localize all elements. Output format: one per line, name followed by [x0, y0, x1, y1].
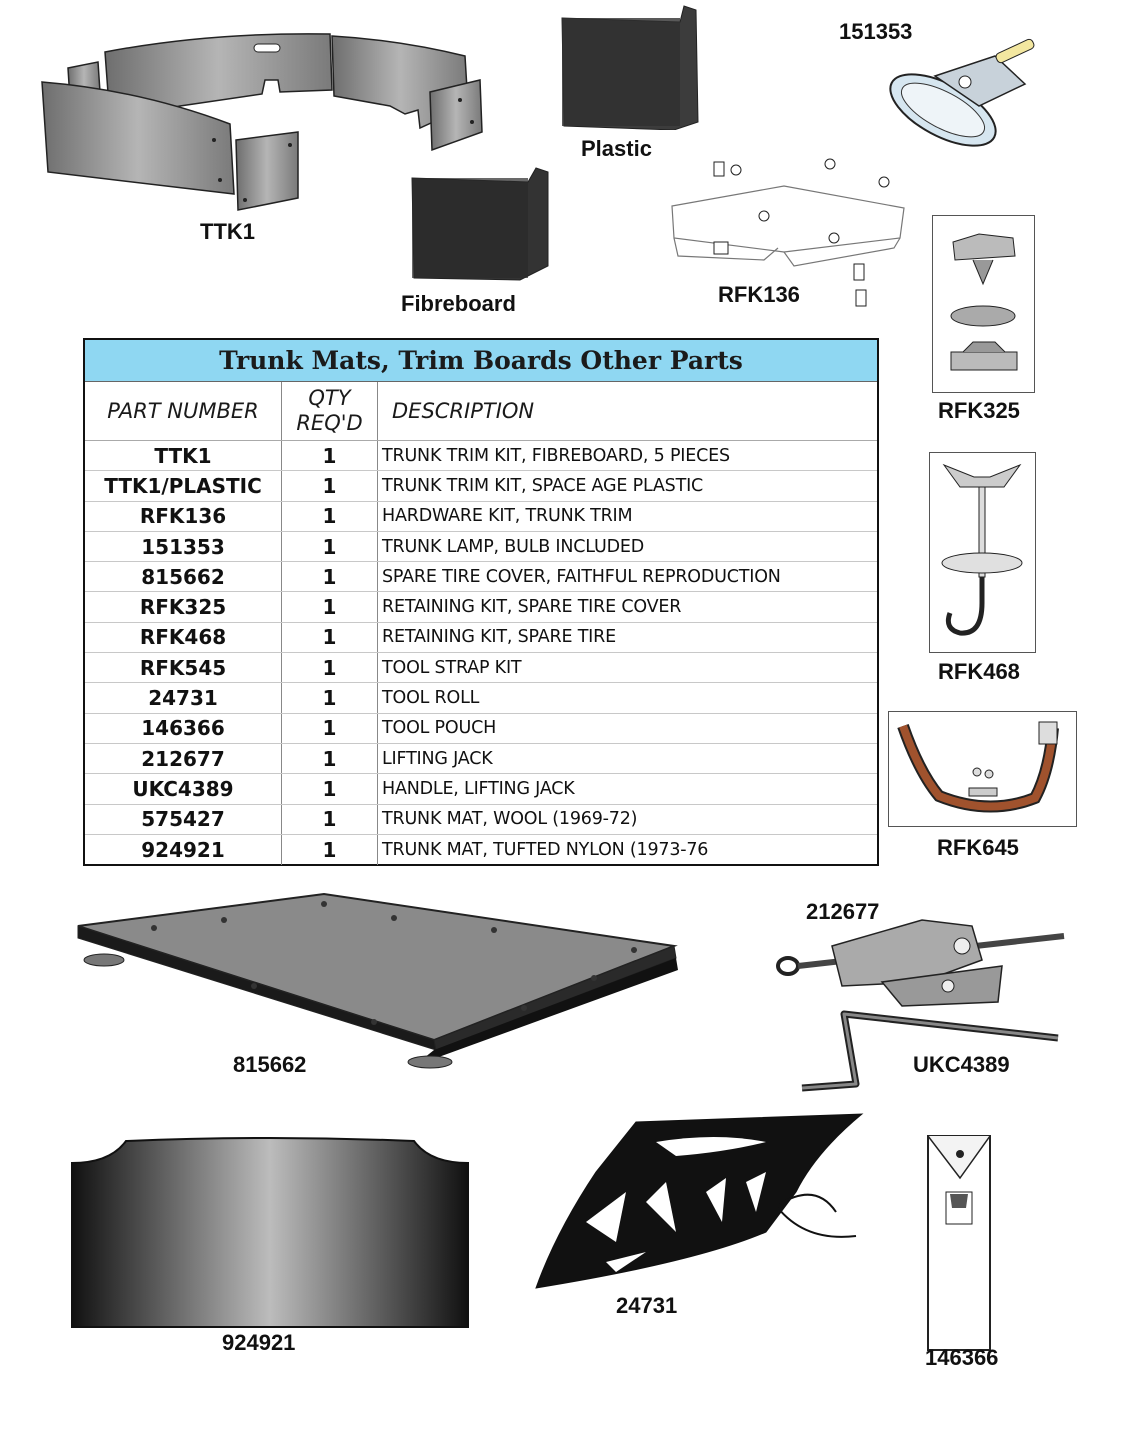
cell-qty: 1: [282, 653, 378, 683]
cell-qty: 1: [282, 774, 378, 804]
cell-desc: HANDLE, LIFTING JACK: [382, 778, 575, 799]
part-924921-label: 924921: [222, 1330, 296, 1355]
rfk468-image-frame: [929, 452, 1036, 653]
cell-desc: LIFTING JACK: [382, 748, 493, 769]
header-qty-line2: REQ'D: [296, 411, 363, 435]
cell-desc: TRUNK MAT, WOOL (1969-72): [382, 809, 638, 830]
table-header-row: PART NUMBER QTY REQ'D DESCRIPTION: [85, 382, 877, 441]
cell-desc: TRUNK MAT, TUFTED NYLON (1973-76: [382, 840, 709, 860]
rfk468-label: RFK468: [938, 659, 1020, 684]
cell-desc: TRUNK TRIM KIT, FIBREBOARD, 5 PIECES: [382, 445, 730, 466]
cell-desc: RETAINING KIT, SPARE TIRE: [382, 627, 616, 648]
cell-qty: 1: [282, 804, 378, 834]
cell-part: 24731: [85, 683, 282, 713]
fibreboard-label: Fibreboard: [401, 291, 516, 316]
cell-desc: TRUNK TRIM KIT, SPACE AGE PLASTIC: [382, 475, 704, 496]
cell-part: 212677: [85, 743, 282, 774]
cell-part: 815662: [85, 562, 282, 592]
header-part-number: PART NUMBER: [85, 382, 282, 440]
cell-part: 151353: [85, 531, 282, 562]
cell-qty: 1: [282, 743, 378, 774]
ukc4389-label: UKC4389: [913, 1052, 1010, 1077]
trunk-mat-image: [70, 1137, 470, 1331]
rfk325-label: RFK325: [938, 398, 1020, 423]
rfk325-image-frame: [932, 215, 1035, 393]
cell-desc: SPARE TIRE COVER, FAITHFUL REPRODUCTION: [382, 566, 781, 587]
cell-part: RFK468: [85, 622, 282, 653]
header-qty: QTY REQ'D: [282, 382, 378, 440]
cell-qty: 1: [282, 683, 378, 713]
table-title: Trunk Mats, Trim Boards Other Parts: [85, 340, 877, 382]
cell-part: UKC4389: [85, 774, 282, 804]
cell-qty: 1: [282, 501, 378, 531]
rfk645-image-frame: [888, 711, 1077, 827]
part-146366-label: 146366: [925, 1345, 999, 1370]
cell-qty: 1: [282, 834, 378, 866]
header-qty-line1: QTY: [308, 386, 351, 410]
cell-part: 924921: [85, 834, 282, 866]
cell-desc: TRUNK LAMP, BULB INCLUDED: [382, 536, 644, 557]
cell-part: RFK325: [85, 592, 282, 622]
plastic-board-image: [560, 4, 702, 130]
cell-qty: 1: [282, 471, 378, 501]
plastic-label: Plastic: [581, 136, 652, 161]
cell-qty: 1: [282, 592, 378, 622]
trunk-lamp-image: [885, 36, 1045, 156]
cell-qty: 1: [282, 713, 378, 743]
cell-part: TTK1/PLASTIC: [85, 471, 282, 501]
cell-desc: TOOL STRAP KIT: [382, 657, 522, 678]
fibreboard-board-image: [410, 166, 552, 282]
cell-part: 146366: [85, 713, 282, 743]
header-description: DESCRIPTION: [392, 399, 535, 423]
lifting-jack-image: [772, 906, 1072, 1106]
cell-qty: 1: [282, 622, 378, 653]
cell-desc: HARDWARE KIT, TRUNK TRIM: [382, 506, 633, 527]
parts-table: Trunk Mats, Trim Boards Other Parts PART…: [83, 338, 879, 866]
rfk136-hardware-image: [664, 156, 914, 316]
tool-roll-image: [516, 1112, 876, 1292]
cell-part: RFK136: [85, 501, 282, 531]
part-151353-label: 151353: [839, 19, 913, 44]
ttk1-label: TTK1: [200, 219, 255, 244]
part-24731-label: 24731: [616, 1293, 678, 1318]
spare-tire-cover-image: [74, 890, 684, 1080]
rfk136-label: RFK136: [718, 282, 800, 307]
cell-desc: TOOL ROLL: [382, 688, 480, 709]
part-815662-label: 815662: [233, 1052, 307, 1077]
cell-part: TTK1: [85, 441, 282, 471]
part-212677-label: 212677: [806, 899, 880, 924]
cell-part: 575427: [85, 804, 282, 834]
ttk1-trim-boards-image: [40, 10, 500, 230]
cell-qty: 1: [282, 531, 378, 562]
rfk645-label: RFK645: [937, 835, 1019, 860]
tool-pouch-image: [926, 1132, 992, 1354]
cell-qty: 1: [282, 441, 378, 471]
cell-desc: RETAINING KIT, SPARE TIRE COVER: [382, 597, 682, 618]
cell-qty: 1: [282, 562, 378, 592]
cell-desc: TOOL POUCH: [382, 718, 497, 739]
cell-part: RFK545: [85, 653, 282, 683]
